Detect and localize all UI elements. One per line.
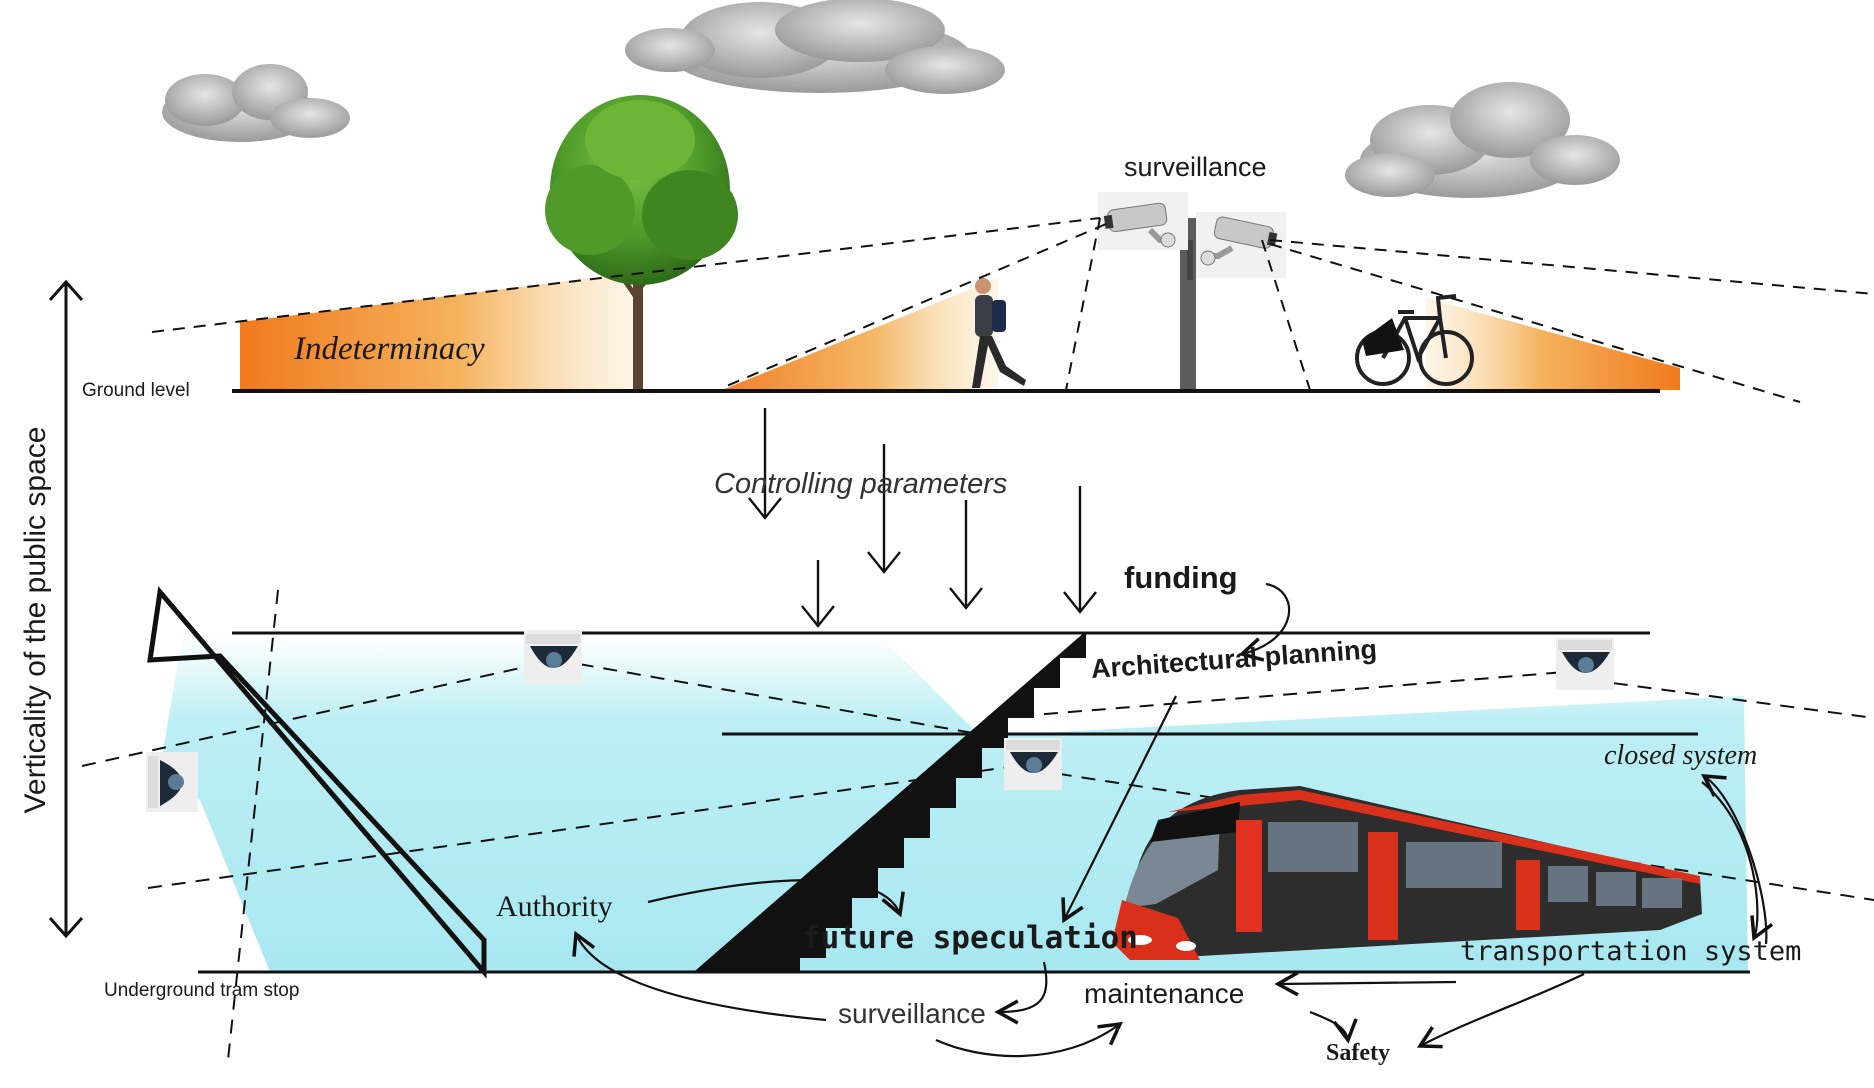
surveillance-bottom-label: surveillance xyxy=(838,998,986,1029)
maintenance-label: maintenance xyxy=(1084,978,1245,1009)
dome-camera-icon xyxy=(1004,738,1062,790)
vertical-axis-label: Verticality of the public space xyxy=(19,426,52,814)
dome-camera-icon xyxy=(1556,638,1614,690)
indeterminacy-zone-right xyxy=(1426,298,1680,390)
controlling-parameter-arrows xyxy=(748,408,1097,628)
underground-tram-stop-label: Underground tram stop xyxy=(104,980,300,1001)
surveillance-sightlines-top xyxy=(151,217,1874,403)
arrow-speculation-to-surveillance xyxy=(994,961,1048,1025)
surveillance-top-label: surveillance xyxy=(1124,152,1267,182)
tram-icon xyxy=(1112,786,1702,960)
safety-label: Safety xyxy=(1326,1040,1390,1066)
dome-camera-icon xyxy=(146,752,198,812)
entrance-ramp xyxy=(147,586,487,979)
cloud-icon xyxy=(625,0,1005,94)
pedestrian-icon xyxy=(972,278,1026,388)
arrow-transport-to-safety xyxy=(1416,973,1585,1049)
arrow-transport-to-closed xyxy=(1700,773,1768,945)
closed-system-label: closed system xyxy=(1604,740,1758,771)
indeterminacy-label: Indeterminacy xyxy=(294,331,485,367)
transportation-system-label: transportation system xyxy=(1460,936,1802,967)
cloud-icon xyxy=(1345,82,1620,198)
arrow-closed-to-transport xyxy=(1701,781,1774,942)
indeterminacy-zone-middle xyxy=(722,278,998,390)
underground-structure xyxy=(198,631,1750,974)
arrow-maintenance-to-safety xyxy=(1309,1010,1358,1044)
arrow-transport-to-maintenance xyxy=(1274,971,1457,997)
surveillance-sightlines-underground xyxy=(81,589,1874,1061)
arrow-surveillance-to-authority xyxy=(572,930,827,1022)
ground-level-label: Ground level xyxy=(82,380,190,401)
verticality-axis-arrow xyxy=(48,279,84,939)
cctv-camera-icon xyxy=(1196,212,1286,278)
bicycle-icon xyxy=(1355,294,1474,386)
tree-icon xyxy=(545,95,738,390)
arrow-planning-to-speculation xyxy=(1061,695,1177,924)
arrow-surveillance-to-maintenance xyxy=(935,1021,1123,1058)
authority-label: Authority xyxy=(496,890,613,923)
dome-camera-icon xyxy=(524,630,582,684)
arrow-funding-to-planning xyxy=(1238,582,1291,662)
funding-label: funding xyxy=(1124,560,1238,595)
relation-arrows xyxy=(572,582,1774,1058)
arrow-authority-to-speculation xyxy=(647,879,905,918)
controlling-parameters-label: Controlling parameters xyxy=(714,468,1008,500)
future-speculation-label: future speculation xyxy=(802,920,1138,956)
cctv-camera-icon xyxy=(1098,192,1196,390)
cloud-icon xyxy=(162,64,350,142)
indeterminacy-zone-left xyxy=(240,272,640,390)
